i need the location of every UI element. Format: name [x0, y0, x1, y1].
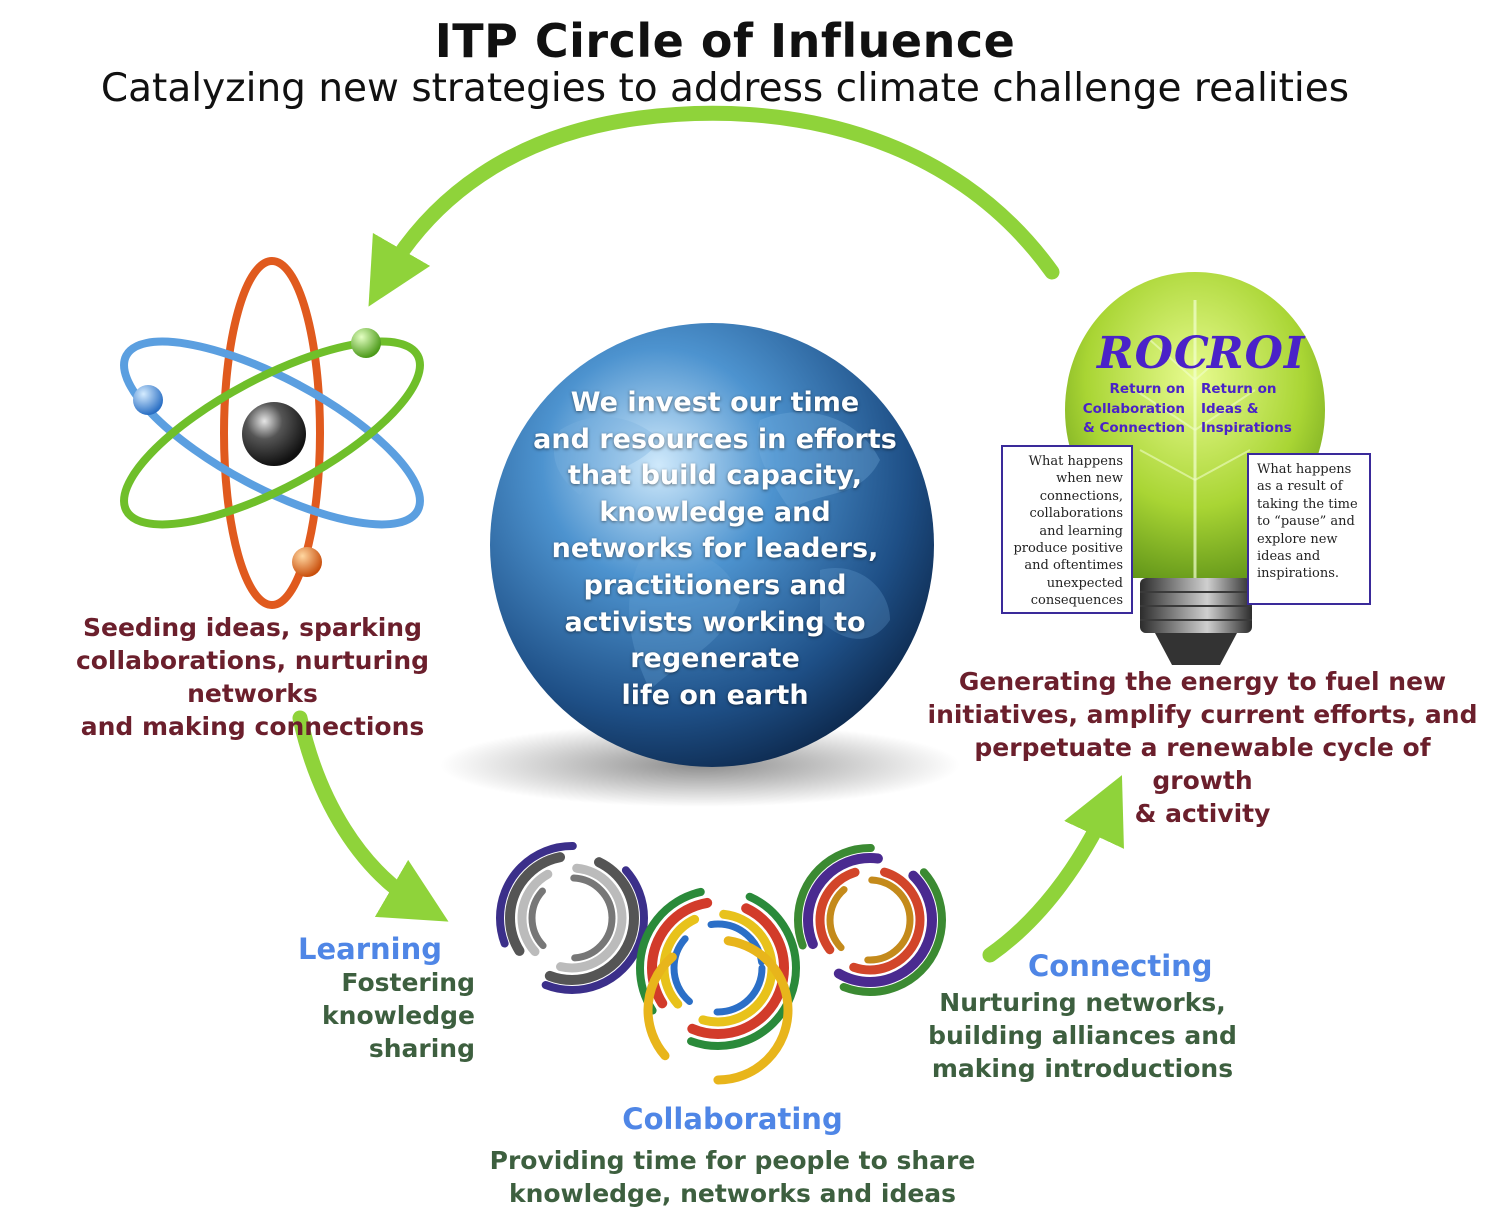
connecting-line-3: making introductions — [931, 1054, 1234, 1083]
collaborating-line-2: knowledge, networks and ideas — [508, 1179, 957, 1208]
globe-statement: We invest our time and resources in effo… — [533, 387, 897, 711]
roc-subtitle: Return on Collaboration & Connection — [1075, 380, 1185, 439]
globe-icon — [440, 323, 960, 807]
seeding-line-3: and making connections — [80, 712, 425, 741]
roi-sub-line-1: Return on — [1201, 381, 1277, 397]
roi-sub-line-3: Inspirations — [1201, 420, 1292, 436]
connecting-caption: Nurturing networks, building alliances a… — [925, 986, 1240, 1085]
connecting-heading: Connecting — [1028, 949, 1213, 983]
connecting-line-1: Nurturing networks, — [939, 988, 1226, 1017]
seeding-line-2: collaborations, nurturing networks — [75, 646, 430, 708]
generating-caption: Generating the energy to fuel new initia… — [925, 665, 1480, 830]
top-cycle-arrow — [368, 105, 1060, 307]
roc-label: ROC — [1097, 328, 1210, 379]
roi-subtitle: Return on Ideas & Inspirations — [1201, 380, 1311, 439]
diagram-title: ITP Circle of Influence — [434, 14, 1016, 68]
learning-line-1: Fostering — [341, 968, 475, 997]
roi-label: ROI — [1207, 328, 1306, 379]
roc-box-line: connections, — [1039, 488, 1123, 504]
roc-box-line: produce positive — [1013, 541, 1123, 557]
generating-line-1: Generating the energy to fuel new — [958, 667, 1447, 696]
generating-line-2: initiatives, amplify current efforts, an… — [927, 700, 1478, 729]
roi-sub-line-2: Ideas & — [1201, 400, 1259, 417]
roc-box-line: collaborations — [1029, 506, 1123, 522]
generating-line-4: & activity — [1134, 799, 1271, 828]
roc-box-line: and learning — [1039, 523, 1123, 539]
roc-box-line: and oftentimes — [1024, 558, 1123, 574]
left-cycle-arrow — [292, 710, 449, 922]
learning-caption: Fostering knowledge sharing — [250, 966, 475, 1065]
right-cycle-arrow — [982, 775, 1124, 963]
learning-line-3: sharing — [368, 1034, 475, 1063]
learning-line-2: knowledge — [322, 1001, 475, 1030]
roi-box-line: ideas and — [1257, 549, 1321, 565]
roc-box-line: when new — [1056, 471, 1123, 487]
diagram-subtitle: Catalyzing new strategies to address cli… — [100, 66, 1350, 111]
roi-box-line: explore new — [1257, 531, 1338, 547]
roc-box-line: What happens — [1028, 454, 1123, 469]
collaborating-heading: Collaborating — [622, 1102, 843, 1136]
roc-box-line: unexpected — [1046, 575, 1123, 591]
roi-box-line: to “pause” and — [1257, 514, 1355, 530]
learning-heading: Learning — [298, 932, 443, 966]
colorful-rings-icon — [496, 842, 946, 1085]
roc-sub-line-3: & Connection — [1082, 420, 1185, 436]
roc-sub-line-1: Return on — [1109, 381, 1185, 397]
atom-icon — [120, 257, 424, 609]
roi-box-line: taking the time — [1257, 496, 1358, 512]
roi-box-line: as a result of — [1257, 479, 1343, 495]
connecting-line-2: building alliances and — [928, 1021, 1237, 1050]
roc-sub-line-2: Collaboration — [1082, 400, 1185, 417]
seeding-line-1: Seeding ideas, sparking — [82, 613, 422, 642]
collaborating-caption: Providing time for people to share knowl… — [480, 1144, 985, 1210]
roc-description-box: What happens when new connections, colla… — [1001, 445, 1133, 614]
generating-line-3: perpetuate a renewable cycle of growth — [974, 733, 1431, 795]
roc-box-line: consequences — [1030, 593, 1123, 609]
seeding-caption: Seeding ideas, sparking collaborations, … — [10, 611, 495, 743]
roi-box-line: What happens — [1257, 462, 1352, 477]
roi-box-line: inspirations. — [1257, 566, 1340, 582]
collaborating-line-1: Providing time for people to share — [489, 1146, 976, 1175]
roi-description-box: What happens as a result of taking the t… — [1247, 453, 1371, 605]
